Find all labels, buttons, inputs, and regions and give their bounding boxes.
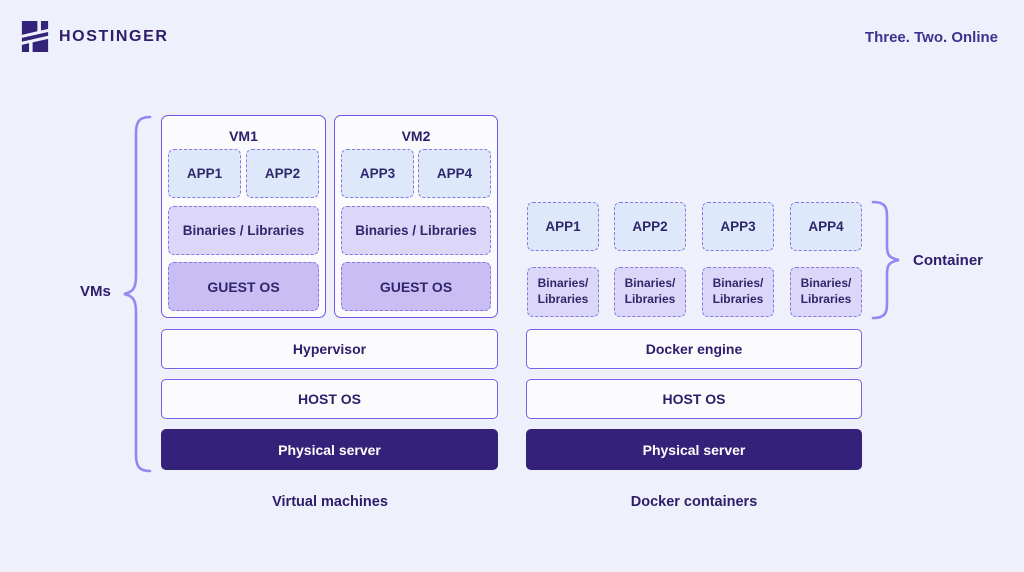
vm2-binaries-box: Binaries / Libraries [341, 206, 491, 255]
vm2-app-row: APP3 APP4 [341, 149, 491, 198]
binaries-line1: Binaries/ [800, 276, 852, 291]
container-app4-box: APP4 [790, 202, 862, 251]
vm2-title: VM2 [401, 127, 431, 144]
binaries-line1: Binaries/ [624, 276, 676, 291]
vm2-guest-os-box: GUEST OS [341, 262, 491, 311]
libraries-line2: Libraries [537, 292, 589, 306]
vm1-app-row: APP1 APP2 [168, 149, 319, 198]
right-host-os-layer: HOST OS [526, 379, 862, 419]
docker-containers-caption: Docker containers [630, 494, 758, 510]
container-app3-box: APP3 [702, 202, 774, 251]
container-app2-box: APP2 [614, 202, 686, 251]
left-physical-server-layer: Physical server [161, 429, 498, 470]
brand-tagline: Three. Two. Online [864, 29, 998, 46]
vms-brace-icon [122, 115, 152, 473]
binaries-line1: Binaries/ [712, 276, 764, 291]
vm1-card: VM1 APP1 APP2 Binaries / Libraries GUEST… [161, 115, 326, 318]
brand-name: HOSTINGER [59, 27, 169, 45]
container-app1-box: APP1 [527, 202, 599, 251]
header: HOSTINGER Three. Two. Online [0, 0, 1024, 60]
virtual-machines-caption: Virtual machines [272, 494, 388, 510]
libraries-line2: Libraries [800, 292, 852, 306]
vm1-title: VM1 [229, 127, 258, 144]
container-binaries2-box: Binaries/ Libraries [614, 267, 686, 317]
container-binaries1-box: Binaries/ Libraries [527, 267, 599, 317]
container-binaries3-box: Binaries/ Libraries [702, 267, 774, 317]
vms-brace-label: VMs [80, 283, 111, 300]
vm1-app2-box: APP2 [246, 149, 319, 198]
libraries-line2: Libraries [624, 292, 676, 306]
left-host-os-layer: HOST OS [161, 379, 498, 419]
right-physical-server-layer: Physical server [526, 429, 862, 470]
hypervisor-layer: Hypervisor [161, 329, 498, 369]
vm2-app4-box: APP4 [418, 149, 491, 198]
vm1-app1-box: APP1 [168, 149, 241, 198]
vm1-guest-os-box: GUEST OS [168, 262, 319, 311]
vm2-card: VM2 APP3 APP4 Binaries / Libraries GUEST… [334, 115, 498, 318]
binaries-line1: Binaries/ [537, 276, 589, 291]
hostinger-h-icon [21, 21, 49, 52]
vm1-binaries-box: Binaries / Libraries [168, 206, 319, 255]
vm2-app3-box: APP3 [341, 149, 414, 198]
libraries-line2: Libraries [712, 292, 764, 306]
container-brace-label: Container [913, 252, 984, 269]
container-brace-icon [871, 200, 901, 320]
docker-engine-layer: Docker engine [526, 329, 862, 369]
hostinger-logo: HOSTINGER [21, 21, 169, 52]
container-binaries4-box: Binaries/ Libraries [790, 267, 862, 317]
